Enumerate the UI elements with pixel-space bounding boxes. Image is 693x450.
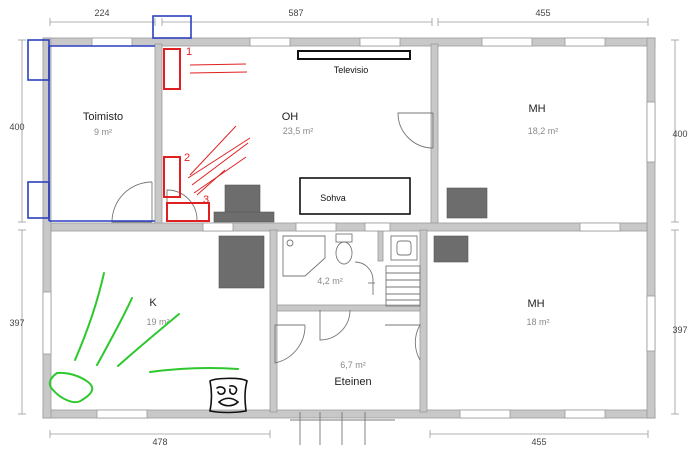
red-heater-marker-1	[163, 48, 181, 90]
dim-bottom-left: 478	[152, 437, 167, 447]
dim-top-mid: 587	[288, 8, 303, 18]
red-marker-label-2: 2	[184, 152, 190, 164]
stove-unit	[218, 235, 265, 289]
room-bathroom-area: 4,2 m²	[317, 276, 343, 286]
room-mh-upper-area: 18,2 m²	[528, 126, 559, 136]
sink-icon	[390, 235, 418, 261]
room-k-area: 19 m²	[146, 317, 169, 327]
red-marker-label-3: 3	[203, 194, 209, 206]
room-mh-lower-name: MH	[527, 298, 544, 310]
red-annotations	[163, 48, 210, 222]
walls	[42, 37, 656, 419]
tv-bench	[213, 211, 275, 223]
dim-left-upper: 400	[9, 122, 24, 132]
dimension-lines	[18, 18, 679, 438]
doors	[111, 112, 434, 445]
room-toimisto-area: 9 m²	[94, 127, 112, 137]
stairs	[354, 261, 421, 307]
sofa	[299, 177, 411, 215]
room-eteinen-name: Eteinen	[334, 376, 371, 388]
dim-right-upper: 400	[672, 129, 687, 139]
red-marker-label-1: 1	[186, 46, 192, 58]
tv-unit	[297, 50, 411, 60]
red-heater-marker-3	[166, 202, 210, 222]
green-scribbles	[48, 272, 239, 404]
room-mh-upper-name: MH	[528, 103, 545, 115]
bathroom-fixtures	[282, 233, 418, 277]
blue-marker-top	[152, 15, 192, 39]
room-oh-area: 23,5 m²	[283, 126, 314, 136]
tv-label: Televisio	[334, 65, 369, 75]
dim-left-lower: 397	[9, 318, 24, 328]
shower-drain-icon	[286, 239, 294, 247]
appliances	[213, 184, 488, 289]
room-oh-name: OH	[282, 111, 299, 123]
upper-bedroom-appliance	[446, 187, 488, 219]
sofa-label: Sohva	[320, 193, 346, 203]
dim-top-right: 455	[535, 8, 550, 18]
toilet-bowl-icon	[335, 241, 353, 265]
room-eteinen-area: 6,7 m²	[340, 360, 366, 370]
room-mh-lower-area: 18 m²	[526, 317, 549, 327]
red-strokes	[187, 63, 251, 196]
toilet-tank-icon	[335, 233, 353, 243]
doodle-face-icon	[209, 377, 248, 414]
room-k-name: K	[149, 297, 157, 309]
room-toimisto-name: Toimisto	[83, 111, 123, 123]
blue-annotations	[27, 15, 192, 222]
dim-bottom-right: 455	[531, 437, 546, 447]
red-heater-marker-2	[163, 156, 181, 198]
desk-monitor	[224, 184, 261, 214]
lower-bedroom-appliance	[433, 235, 469, 263]
dim-top-left: 224	[94, 8, 109, 18]
dim-right-lower: 397	[672, 325, 687, 335]
windows	[42, 37, 656, 419]
